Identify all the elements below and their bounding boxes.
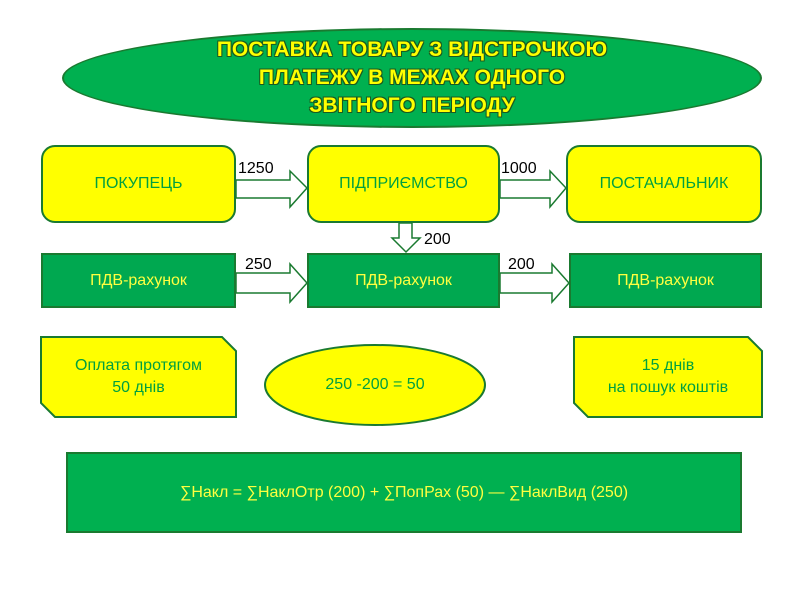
arrow-enterprise-to-supplier: [499, 169, 568, 210]
arrow-label-1250: 1250: [238, 160, 274, 177]
arrow-buyer-to-enterprise: [235, 169, 309, 209]
note-right-line-2: на пошук коштів: [607, 379, 729, 396]
supplier-box: ПОСТАЧАЛЬНИК: [566, 145, 762, 223]
buyer-box: ПОКУПЕЦЬ: [41, 145, 236, 223]
note-left-shape: [40, 336, 237, 418]
title-line-3: ЗВІТНОГО ПЕРІОДУ: [309, 94, 515, 117]
calc-ellipse: 250 -200 = 50: [325, 376, 425, 393]
formula-box: ∑Накл = ∑НаклОтр (200) + ∑ПопРах (50) — …: [66, 452, 742, 533]
arrow-label-1000: 1000: [501, 160, 537, 177]
arrow-down-to-vat: [390, 222, 422, 254]
arrow-label-200: 200: [508, 256, 535, 273]
note-right-line-1: 15 днів: [641, 357, 695, 374]
arrow-label-250: 250: [245, 256, 272, 273]
arrow-vat-left-to-center: [235, 262, 309, 304]
note-right: 15 днів на пошук коштів: [574, 337, 762, 417]
title-line-2: ПЛАТЕЖУ В МЕЖАХ ОДНОГО: [258, 66, 566, 89]
note-left: Оплата протягом 50 днів: [41, 337, 236, 417]
note-left-line-2: 50 днів: [112, 379, 165, 396]
vat-account-center: ПДВ-рахунок: [307, 253, 500, 308]
calc-ellipse-shape: [264, 344, 486, 426]
note-right-shape: [573, 336, 763, 418]
enterprise-box: ПІДПРИЄМСТВО: [307, 145, 500, 223]
vat-account-right: ПДВ-рахунок: [569, 253, 762, 308]
title-ellipse: ПОСТАВКА ТОВАРУ З ВІДСТРОЧКОЮ ПЛАТЕЖУ В …: [62, 28, 762, 128]
arrow-vat-center-to-right: [499, 262, 571, 304]
vat-account-left: ПДВ-рахунок: [41, 253, 236, 308]
note-left-line-1: Оплата протягом: [75, 357, 202, 374]
down-arrow-label: 200: [424, 231, 451, 248]
title-line-1: ПОСТАВКА ТОВАРУ З ВІДСТРОЧКОЮ: [216, 38, 608, 61]
